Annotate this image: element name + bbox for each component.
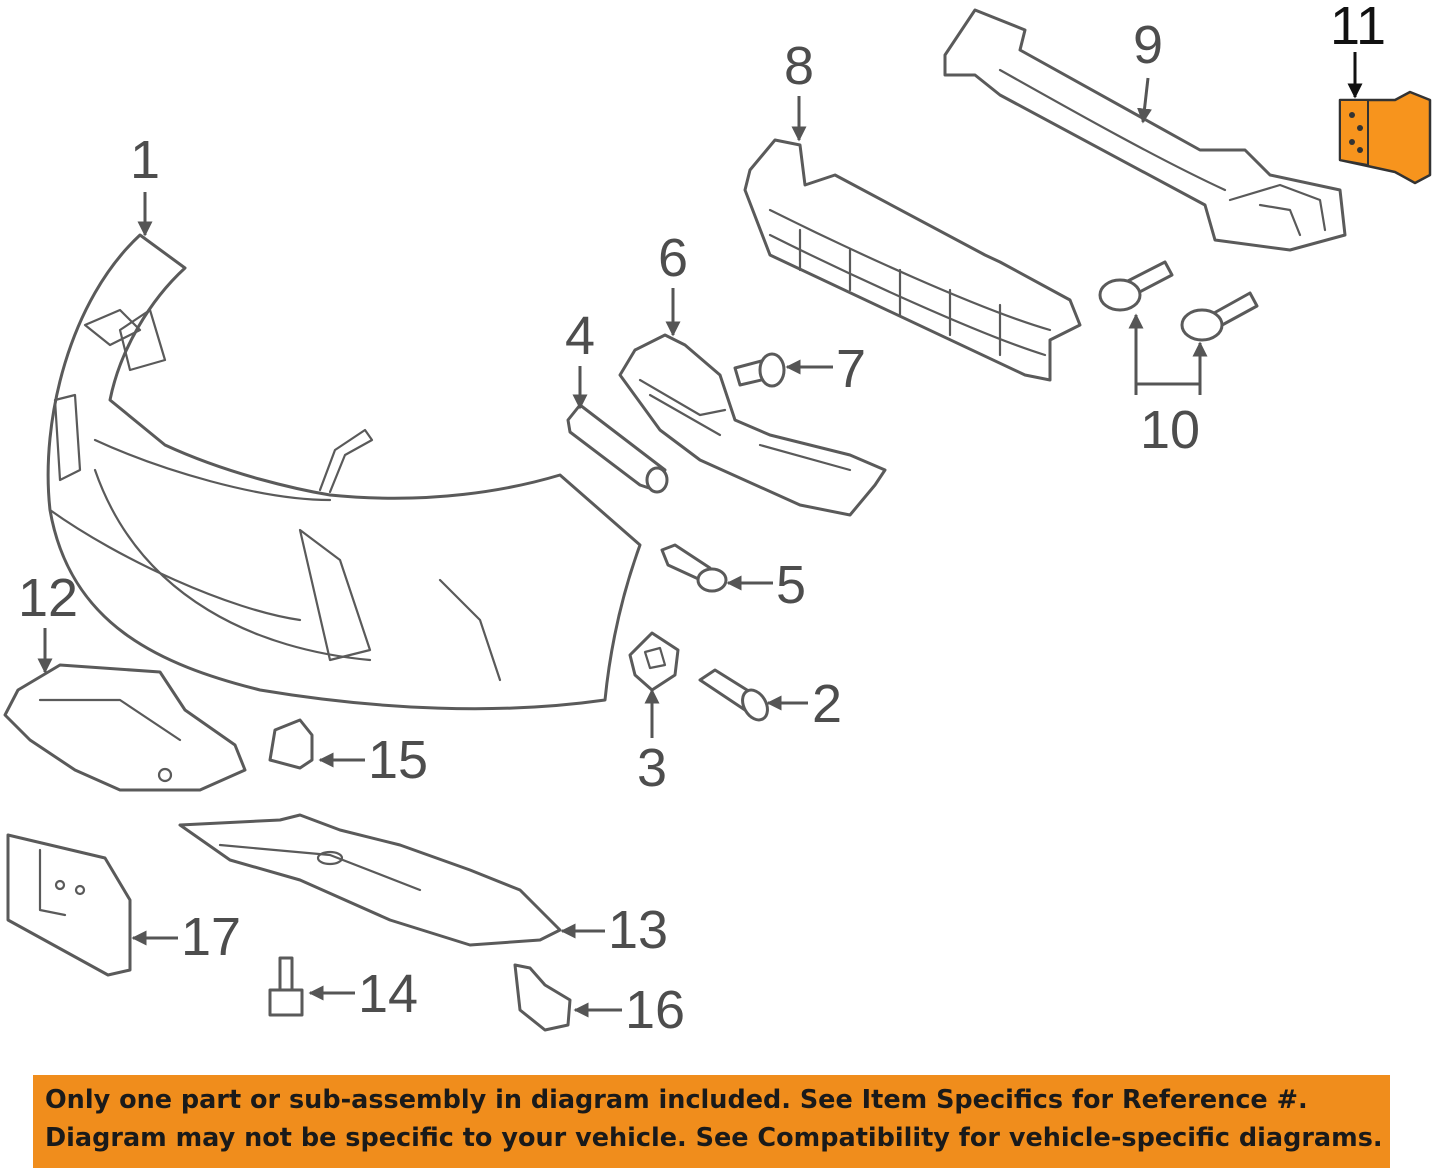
part-8-energy-absorber xyxy=(743,138,1082,382)
callout-7: 7 xyxy=(836,339,866,399)
callout-arrows xyxy=(37,52,1363,1018)
part-15-clip xyxy=(268,718,314,770)
part-2-bolt xyxy=(698,668,769,722)
callout-13: 13 xyxy=(608,900,668,960)
part-6-absorber xyxy=(618,333,887,517)
part-10-bolts xyxy=(1098,260,1259,342)
part-7-clip xyxy=(733,352,786,388)
callout-5: 5 xyxy=(776,555,806,615)
part-1-bumper-cover xyxy=(46,233,642,711)
callout-3: 3 xyxy=(637,738,667,798)
part-14-bolt xyxy=(268,956,304,1017)
callout-9: 9 xyxy=(1133,15,1163,75)
part-17-license-bracket xyxy=(6,833,132,977)
part-16-bracket xyxy=(513,963,572,1032)
callout-6: 6 xyxy=(658,228,688,288)
callout-2: 2 xyxy=(812,674,842,734)
notice-line-2: Diagram may not be specific to your vehi… xyxy=(45,1123,1383,1153)
callout-15: 15 xyxy=(368,730,428,790)
callout-16: 16 xyxy=(625,980,685,1040)
notice-banner: Only one part or sub-assembly in diagram… xyxy=(33,1075,1390,1168)
notice-line-1: Only one part or sub-assembly in diagram… xyxy=(45,1085,1308,1115)
callout-8: 8 xyxy=(784,36,814,96)
part-9-reinforcement xyxy=(943,8,1347,252)
callout-10: 10 xyxy=(1140,400,1200,460)
callout-11: 11 xyxy=(1330,0,1386,56)
part-3-clip xyxy=(628,631,680,692)
callout-1: 1 xyxy=(130,130,160,190)
callout-17: 17 xyxy=(181,907,241,967)
callout-12: 12 xyxy=(18,568,78,628)
callout-4: 4 xyxy=(565,306,595,366)
part-11-bracket-highlighted xyxy=(1338,90,1432,185)
part-13-under-cover xyxy=(178,813,562,947)
part-12-splash-shield xyxy=(3,663,247,792)
callout-14: 14 xyxy=(358,964,418,1024)
part-5-push-clip xyxy=(660,543,728,593)
